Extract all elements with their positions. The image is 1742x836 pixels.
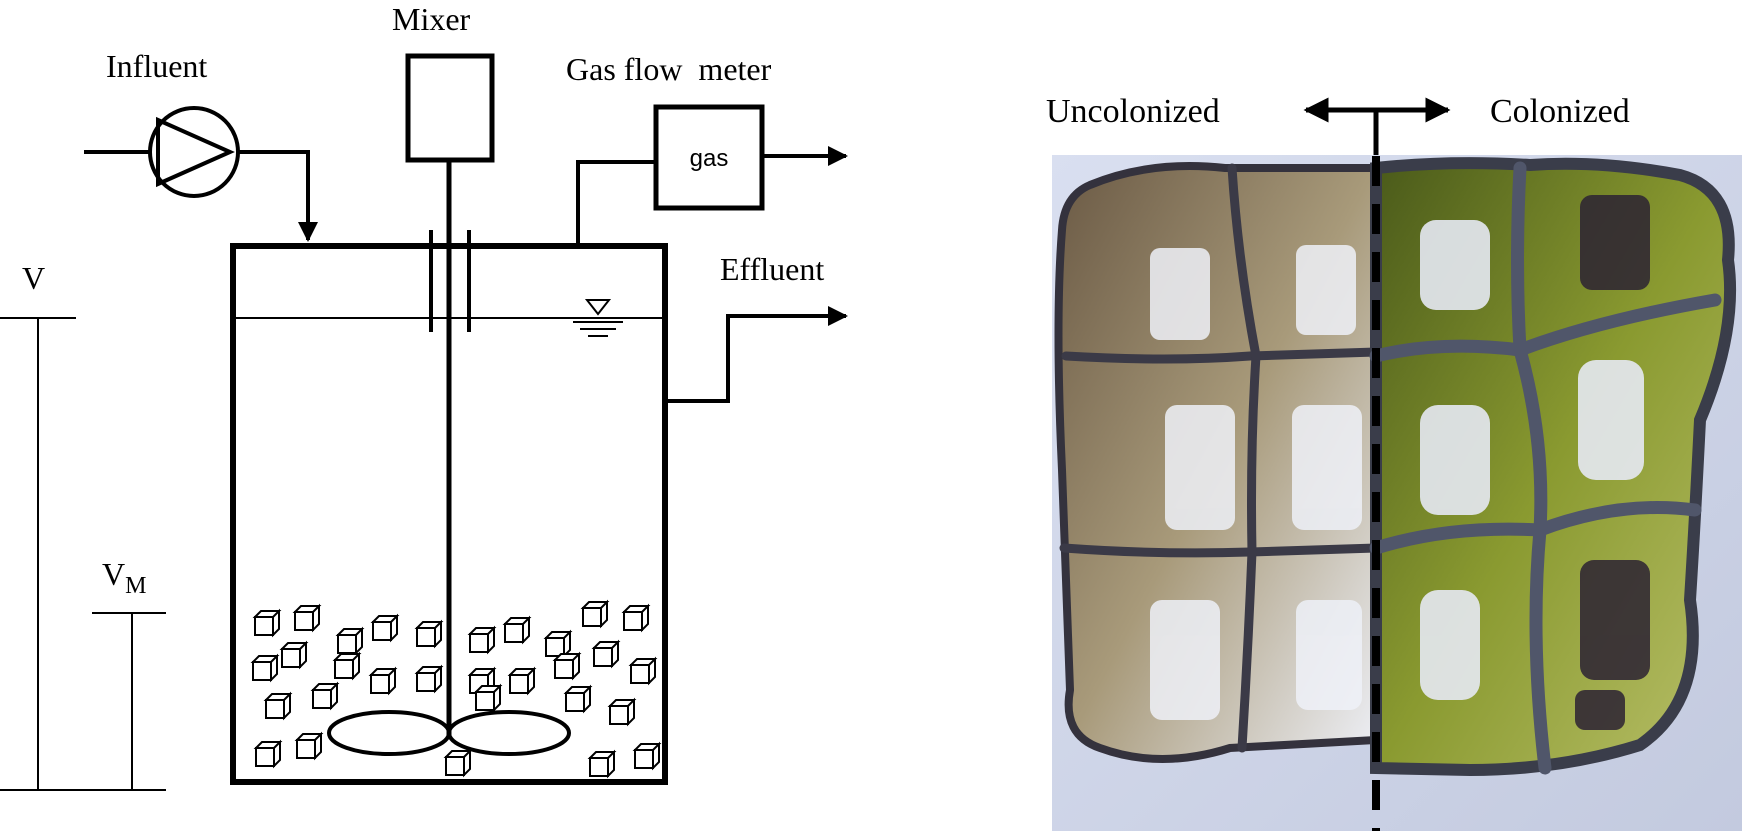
- media-cube: [545, 637, 565, 657]
- reactor-diagram: Mixer Influent Gas flow meter Effluent: [0, 1, 848, 791]
- media-cube: [469, 633, 489, 653]
- influent-label: Influent: [106, 48, 207, 84]
- colonized-label: Colonized: [1490, 93, 1630, 130]
- mixer-motor-icon: [405, 53, 495, 163]
- gas-meter-label: Gas flow meter: [566, 51, 772, 87]
- media-cube: [265, 699, 285, 719]
- gas-flow-meter: [653, 104, 765, 211]
- media-cube: [294, 611, 314, 631]
- media-cube: [565, 692, 585, 712]
- media-cube: [281, 648, 301, 668]
- media-cube: [416, 627, 436, 647]
- gas-line: [576, 146, 848, 244]
- volume-scale-v: [0, 317, 166, 791]
- media-cube: [554, 659, 574, 679]
- water-level-icon: [573, 299, 623, 337]
- carrier-media: [250, 599, 662, 779]
- media-cube: [623, 611, 643, 631]
- influent-line: [84, 150, 318, 242]
- mixer-label: Mixer: [392, 1, 471, 37]
- uncolonized-label: Uncolonized: [1046, 93, 1220, 130]
- split-arrow-icon: [1303, 97, 1451, 156]
- media-cube: [296, 739, 316, 759]
- volume-label-v: V: [22, 260, 45, 296]
- media-cube: [337, 634, 357, 654]
- media-cube: [509, 674, 529, 694]
- volume-label-vm: VM: [102, 556, 146, 599]
- media-cube: [445, 756, 465, 776]
- volume-scale-vm: [92, 612, 166, 790]
- media-cube: [312, 689, 332, 709]
- media-cube: [593, 647, 613, 667]
- media-cube: [630, 664, 650, 684]
- carrier-photo: [1052, 155, 1742, 831]
- media-cube: [416, 672, 436, 692]
- media-cube: [255, 747, 275, 767]
- effluent-label: Effluent: [720, 251, 824, 287]
- carrier-photo-panel: Uncolonized Colonized: [1046, 93, 1742, 831]
- media-cube: [252, 661, 272, 681]
- gas-box-text: gas: [690, 145, 729, 172]
- media-cube: [504, 623, 524, 643]
- effluent-line: [665, 306, 848, 403]
- impeller-icon: [327, 710, 571, 756]
- media-cube: [334, 659, 354, 679]
- media-cube: [609, 705, 629, 725]
- media-cube: [254, 616, 274, 636]
- media-cube: [634, 749, 654, 769]
- media-cube: [582, 607, 602, 627]
- media-cube: [372, 621, 392, 641]
- media-cube: [475, 691, 495, 711]
- reactor-vessel: [230, 243, 668, 785]
- media-cube: [589, 757, 609, 777]
- pump-icon: [148, 106, 240, 198]
- media-cube: [370, 674, 390, 694]
